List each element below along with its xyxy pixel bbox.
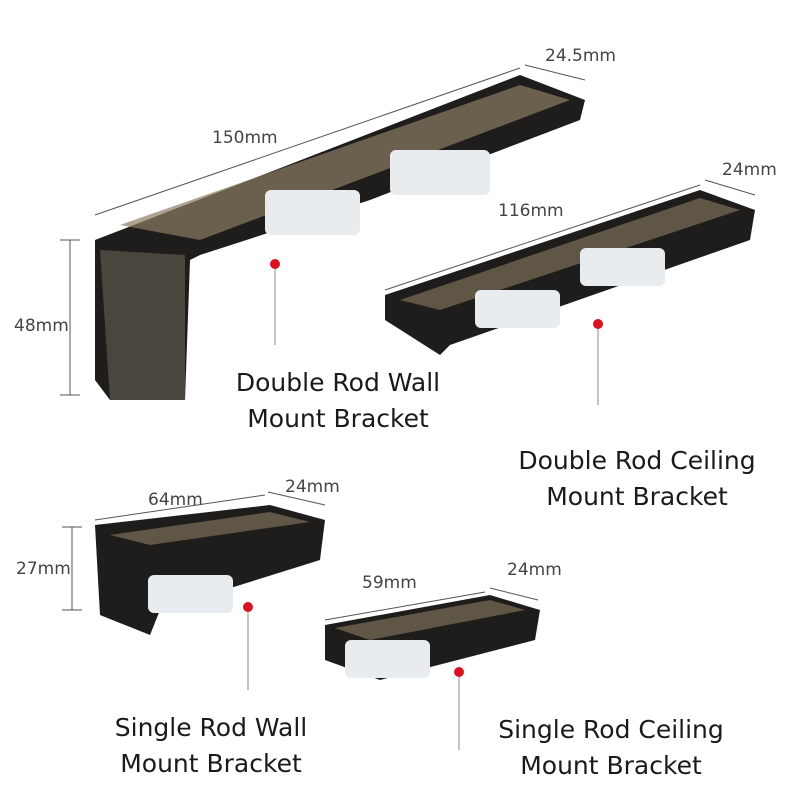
dimension-label: 150mm (212, 128, 278, 148)
title-line: Mount Bracket (546, 482, 728, 511)
dimension-label: 59mm (362, 573, 417, 593)
dimension-label: 64mm (148, 490, 203, 510)
dimension-label: 27mm (16, 559, 71, 579)
single-rod-wall-bracket (95, 505, 325, 635)
dimension-label: 24mm (285, 477, 340, 497)
dimension-label: 48mm (14, 316, 69, 336)
title-line: Double Rod Ceiling (518, 446, 756, 475)
dimension-label: 24mm (507, 560, 562, 580)
callout-markers (243, 259, 603, 750)
title-line: Double Rod Wall (235, 368, 441, 397)
title-line: Mount Bracket (120, 749, 302, 778)
dimension-label: 116mm (498, 201, 564, 221)
double-rod-wall-bracket (95, 75, 585, 400)
title-line: Single Rod Ceiling (498, 715, 724, 744)
dimension-label: 24.5mm (545, 46, 616, 66)
single-rod-ceiling-bracket (325, 595, 540, 680)
dimension-label: 24mm (722, 160, 777, 180)
title-line: Mount Bracket (520, 751, 702, 780)
double-rod-ceiling-bracket (385, 190, 755, 355)
title-line: Mount Bracket (247, 404, 429, 433)
dimension-lines (60, 64, 756, 621)
title-line: Single Rod Wall (114, 713, 308, 742)
